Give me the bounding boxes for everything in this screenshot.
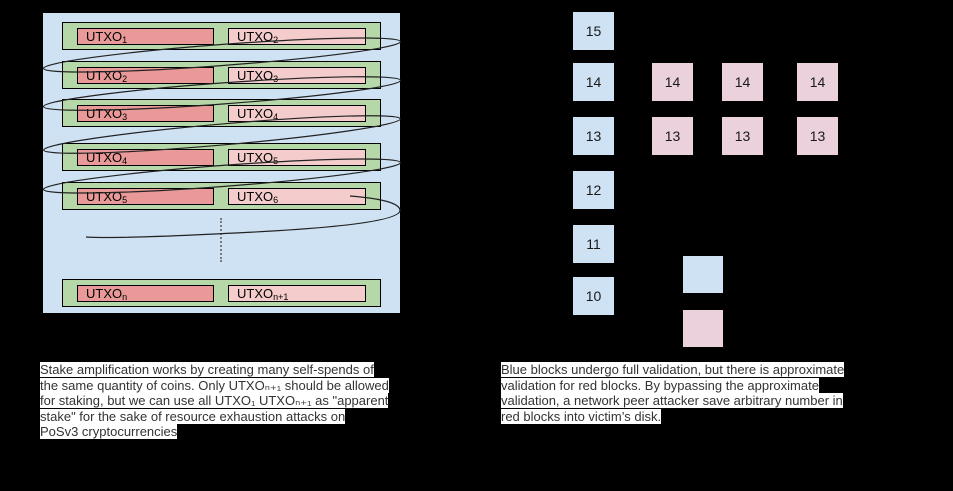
ellipsis-dotted-line <box>220 218 222 262</box>
utxo-box-created-3: UTXO3 <box>228 67 366 84</box>
main-chain-block-14: 14 <box>573 63 614 101</box>
left-diagram-caption: Stake amplification works by creating ma… <box>40 362 415 440</box>
main-chain-block-10: 10 <box>573 277 614 315</box>
utxo-box-created-4: UTXO4 <box>228 105 366 122</box>
right-caption-text: Blue blocks undergo full validation, but… <box>501 362 845 424</box>
utxo-box-created-5: UTXO5 <box>228 149 366 166</box>
main-chain-block-15: 15 <box>573 12 614 50</box>
legend-approx-validation-swatch <box>683 310 723 347</box>
utxo-box-spent-5: UTXO5 <box>77 188 214 205</box>
fork2-block-13: 13 <box>722 117 763 155</box>
transaction-row-3: UTXO3 UTXO4 <box>62 99 381 127</box>
right-diagram-caption: Blue blocks undergo full validation, but… <box>501 362 881 424</box>
utxo-box-spent-4: UTXO4 <box>77 149 214 166</box>
left-caption-text: Stake amplification works by creating ma… <box>40 362 389 439</box>
utxo-box-spent-n: UTXOn <box>77 285 214 302</box>
utxo-label: UTXO5 <box>86 189 128 205</box>
utxo-label: UTXOn+1 <box>237 286 289 302</box>
legend-full-validation-swatch <box>683 256 723 293</box>
utxo-label: UTXO3 <box>86 106 128 122</box>
utxo-label: UTXO6 <box>237 189 279 205</box>
utxo-box-spent-3: UTXO3 <box>77 105 214 122</box>
utxo-label: UTXO3 <box>237 68 279 84</box>
utxo-box-created-n1: UTXOn+1 <box>228 285 366 302</box>
transaction-row-4: UTXO4 UTXO5 <box>62 143 381 171</box>
utxo-label: UTXOn <box>86 286 128 302</box>
utxo-label: UTXO4 <box>86 150 128 166</box>
fork2-block-14: 14 <box>722 63 763 101</box>
transaction-row-5: UTXO5 UTXO6 <box>62 182 381 210</box>
transaction-row-1: UTXO1 UTXO2 <box>62 22 381 50</box>
main-chain-block-12: 12 <box>573 171 614 209</box>
transaction-row-2: UTXO2 UTXO3 <box>62 61 381 89</box>
stake-amplification-diagram: UTXO1 UTXO2 UTXO2 UTXO3 UTXO3 UTXO4 <box>43 13 400 313</box>
utxo-box-created-6: UTXO6 <box>228 188 366 205</box>
fork3-block-13: 13 <box>797 117 838 155</box>
utxo-label: UTXO5 <box>237 150 279 166</box>
utxo-label: UTXO4 <box>237 106 279 122</box>
main-chain-block-11: 11 <box>573 225 614 263</box>
fork3-block-14: 14 <box>797 63 838 101</box>
fork1-block-13: 13 <box>652 117 693 155</box>
utxo-box-spent-1: UTXO1 <box>77 28 214 45</box>
utxo-label: UTXO2 <box>237 29 279 45</box>
transaction-row-n: UTXOn UTXOn+1 <box>62 279 381 307</box>
utxo-label: UTXO2 <box>86 68 128 84</box>
fork1-block-14: 14 <box>652 63 693 101</box>
utxo-box-created-2: UTXO2 <box>228 28 366 45</box>
utxo-box-spent-2: UTXO2 <box>77 67 214 84</box>
utxo-label: UTXO1 <box>86 29 128 45</box>
main-chain-block-13: 13 <box>573 117 614 155</box>
